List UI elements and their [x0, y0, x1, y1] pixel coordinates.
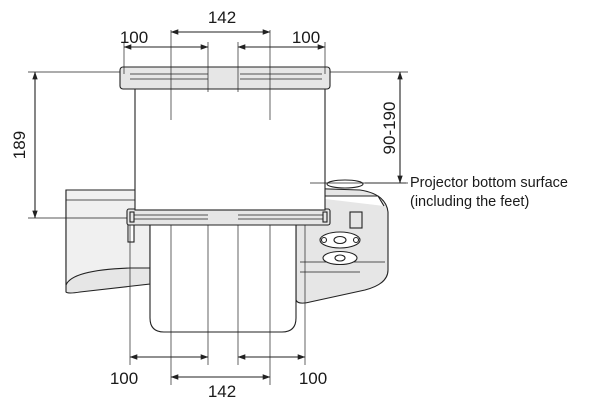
bottom-mount-plate: [126, 208, 331, 333]
dim-top-left: 100: [120, 28, 148, 47]
callout-line-1: Projector bottom surface: [410, 175, 568, 191]
top-mount-frame: [119, 66, 331, 211]
dim-top-center: 142: [208, 8, 236, 27]
dim-overall-height: 189: [10, 131, 29, 159]
dim-top-right: 100: [292, 28, 320, 47]
projector-control-panel: [319, 231, 361, 266]
callout-line-2: (including the feet): [410, 194, 529, 210]
dimension-lines: [32, 29, 403, 380]
dim-adjustable-height: 90-190: [380, 102, 399, 155]
dim-bottom-left: 100: [110, 369, 138, 388]
dim-bottom-center: 142: [208, 382, 236, 400]
dim-bottom-right: 100: [299, 369, 327, 388]
